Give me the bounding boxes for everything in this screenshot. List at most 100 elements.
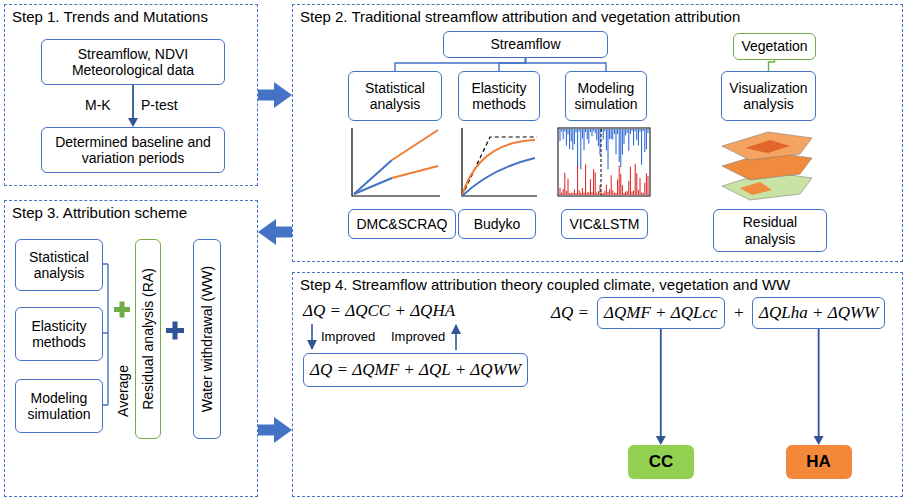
box-text: ΔQLha + ΔQWW (759, 303, 878, 323)
box-text: Elasticity methods (465, 80, 533, 112)
flow-spike (574, 129, 575, 144)
flow-spike (644, 129, 645, 152)
flow-spike (564, 173, 565, 195)
flow-spike (643, 193, 644, 195)
improved-arrow (311, 324, 313, 349)
flow-spike (571, 129, 572, 141)
flow-spike (584, 129, 585, 150)
box-text: Statistical analysis (355, 80, 435, 112)
box-text: Streamflow, NDVI Meteorological data (48, 46, 218, 78)
flow-spike (588, 192, 589, 195)
flow-spike (636, 173, 637, 195)
flow-spike (585, 129, 586, 132)
flow-spike (568, 179, 569, 195)
flow-spike (579, 129, 580, 132)
box-text: Statistical analysis (22, 249, 96, 281)
step-arrow (276, 227, 292, 238)
process-box: Vegetation (733, 33, 816, 60)
flow-spike (633, 129, 634, 145)
flow-spike (568, 129, 569, 134)
flow-spike (614, 129, 615, 134)
step-arrow (258, 425, 274, 436)
flow-spike (624, 129, 625, 144)
flow-spike (590, 179, 591, 195)
chart-line (354, 160, 392, 194)
bracket-line (395, 58, 526, 71)
plus-sign (166, 322, 184, 340)
flow-spike (627, 129, 628, 133)
flow-arrow (132, 85, 134, 118)
flow-spike (627, 191, 628, 195)
box-text: Modeling simulation (22, 390, 96, 422)
process-box: Residual analysis (RA) (135, 239, 161, 439)
box-text: Determined baseline and variation period… (48, 134, 218, 166)
flow-spike (622, 129, 623, 154)
box-text: Water withdrawal (WW) (199, 266, 215, 413)
plus-bar (120, 302, 125, 318)
step-panel: Step 3. Attribution schemeStatistical an… (4, 200, 258, 497)
flow-spike (572, 129, 573, 150)
flow-spike (603, 129, 604, 140)
map-layers (722, 132, 812, 200)
process-box: DMC&SCRAQ (348, 209, 456, 239)
flow-spike (635, 164, 636, 195)
panel-title: Step 4. Streamflow attribution theory co… (300, 276, 902, 293)
chart-curve (462, 140, 535, 196)
process-box: CC (628, 445, 694, 479)
process-box: ΔQ = ΔQMF + ΔQL + ΔQWW (303, 353, 528, 387)
flow-spike (648, 129, 649, 133)
flow-spike (625, 192, 626, 195)
flow-spike (619, 166, 620, 195)
text-label: Average (115, 365, 131, 417)
flow-spike (628, 181, 629, 195)
flow-spike (603, 193, 604, 195)
plus-bar (173, 322, 178, 340)
flow-spike (587, 129, 588, 139)
flow-spike (616, 129, 617, 154)
step-panel: Step 1. Trends and MutationsStreamflow, … (4, 4, 258, 186)
flow-arrow (818, 329, 820, 436)
text-label: ΔQ = ΔQCC + ΔQHA (303, 301, 455, 321)
flow-spike (592, 192, 593, 195)
flow-spike (619, 129, 620, 162)
flow-spike (587, 193, 588, 195)
box-text: Budyko (474, 216, 521, 232)
process-box: Residual analysis (713, 209, 827, 252)
process-box: Visualization analysis (721, 71, 816, 121)
box-text: Residual analysis (RA) (140, 268, 156, 410)
flow-spike (609, 189, 610, 195)
flow-spike (630, 129, 631, 134)
map-patch (740, 182, 772, 195)
flow-spike (595, 172, 596, 195)
process-box: Elasticity methods (458, 71, 540, 121)
flow-spike (611, 175, 612, 195)
panel-title: Step 2. Traditional streamflow attributi… (300, 8, 902, 25)
flow-spike (574, 190, 575, 195)
flow-spike (606, 185, 607, 195)
process-box: HA (786, 445, 852, 479)
flow-spike (579, 190, 580, 195)
flow-spike (577, 129, 578, 168)
flow-spike (595, 129, 596, 133)
process-box: Statistical analysis (348, 71, 442, 121)
flow-spike (614, 193, 615, 195)
flow-spike (560, 188, 561, 195)
flow-spike (585, 164, 586, 195)
flow-spike (566, 129, 567, 146)
flow-spike (646, 173, 647, 195)
step-arrow (258, 90, 274, 101)
flow-spike (606, 129, 607, 150)
split-line (601, 129, 602, 195)
box-text: CC (649, 452, 674, 472)
flow-spike (604, 129, 605, 131)
chart-curve (462, 158, 535, 196)
flow-spike (638, 190, 639, 195)
box-text: Residual analysis (720, 214, 820, 246)
flow-spike (643, 129, 644, 131)
process-box: Elasticity methods (15, 307, 103, 361)
flow-arrow (660, 329, 662, 436)
flow-spike (640, 129, 641, 132)
flow-spike (576, 193, 577, 195)
text-label: Improved (321, 329, 375, 344)
flow-spike (571, 193, 572, 195)
